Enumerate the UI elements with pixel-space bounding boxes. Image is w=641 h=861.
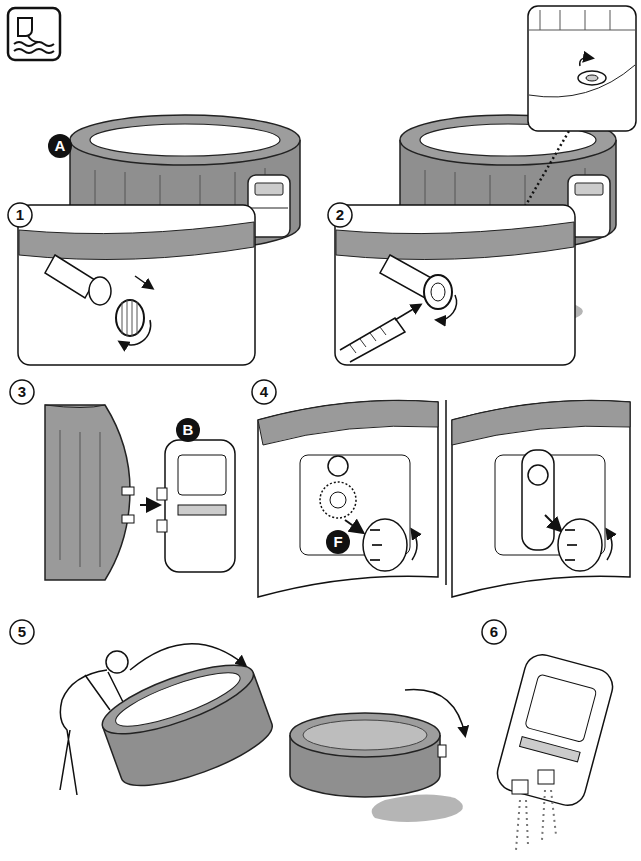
pump-detach — [45, 405, 235, 580]
drain-icon — [8, 8, 60, 60]
callout-disc — [10, 620, 34, 644]
callout-disc — [8, 203, 32, 227]
callout-number: 2 — [328, 203, 352, 227]
callout-disc — [326, 530, 350, 554]
filter-removal — [258, 400, 630, 597]
callout-disc — [328, 203, 352, 227]
callout-number: 1 — [8, 203, 32, 227]
callout-disc — [482, 620, 506, 644]
callout-number: 4 — [252, 380, 276, 404]
inset-1 — [18, 205, 255, 365]
inset-2 — [335, 205, 575, 365]
callout-disc — [252, 380, 276, 404]
inset-valve-top — [528, 6, 636, 131]
tub-tipping — [60, 644, 465, 822]
callout-disc — [176, 418, 200, 442]
callout-number: B — [176, 418, 200, 442]
callout-disc — [10, 380, 34, 404]
callout-number: 5 — [10, 620, 34, 644]
callout-number: A — [48, 134, 72, 158]
callout-number: F — [326, 530, 350, 554]
pump-draining — [493, 651, 616, 850]
callout-number: 6 — [482, 620, 506, 644]
callout-number: 3 — [10, 380, 34, 404]
callout-disc — [48, 134, 72, 158]
